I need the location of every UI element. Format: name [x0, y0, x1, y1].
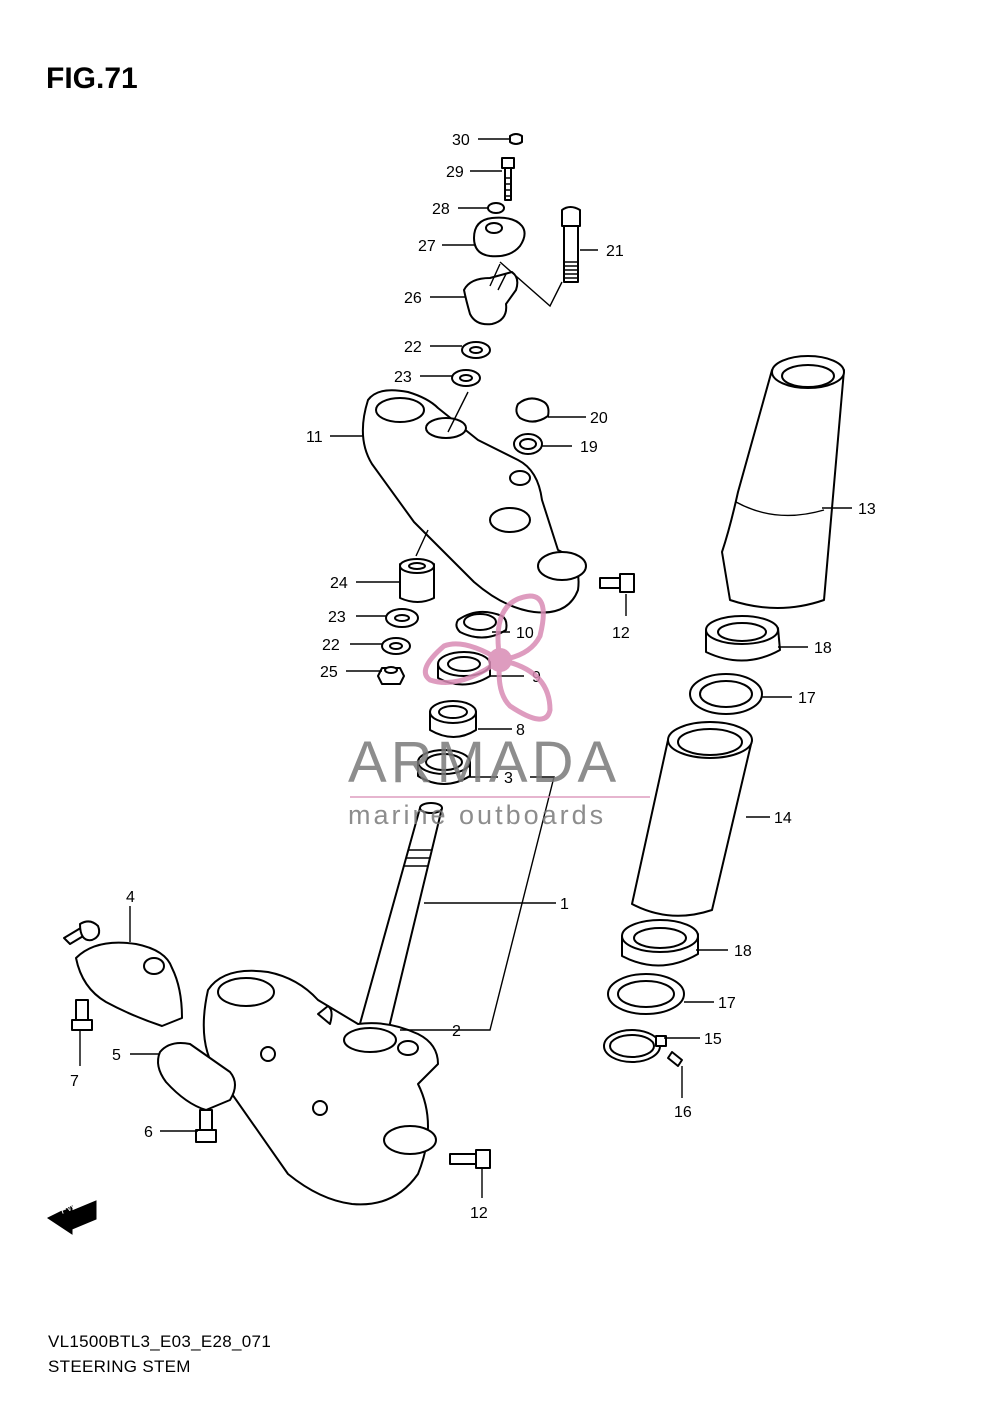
washer-23-upper[interactable]	[451, 369, 481, 387]
section-name: STEERING STEM	[48, 1357, 191, 1376]
bolt-21[interactable]	[561, 206, 581, 283]
callout-labels: 30 29 28 27 21 26 22 23 20 19 11 13 24 2…	[70, 132, 876, 1222]
callout-6: 6	[144, 1124, 153, 1141]
lower-bracket-2[interactable]	[202, 969, 439, 1206]
callout-5: 5	[112, 1047, 121, 1064]
callout-8: 8	[516, 722, 525, 739]
bracket-11-guide-line	[415, 529, 429, 557]
holder-5[interactable]	[157, 1042, 236, 1111]
callout-18-upper: 18	[814, 640, 832, 657]
clamp-15[interactable]	[603, 1029, 667, 1063]
watermark-brand: ARMADA	[348, 730, 620, 795]
callout-12-upper: 12	[612, 625, 630, 642]
callout-13: 13	[858, 501, 876, 518]
callout-27: 27	[418, 238, 436, 255]
callout-17-upper: 17	[798, 690, 816, 707]
bolt-12-lower[interactable]	[449, 1149, 491, 1169]
nut-25[interactable]	[377, 666, 405, 685]
bolt-12-upper[interactable]	[599, 573, 635, 593]
figure-title: FIG.71	[46, 62, 138, 95]
callout-19: 19	[580, 439, 598, 456]
callout-12-lower: 12	[470, 1205, 488, 1222]
model-code: VL1500BTL3_E03_E28_071	[48, 1332, 272, 1351]
bolt-6[interactable]	[195, 1109, 217, 1143]
callout-1: 1	[560, 896, 569, 913]
washer-22-upper[interactable]	[461, 341, 491, 359]
callout-14: 14	[774, 810, 792, 827]
callout-26: 26	[404, 290, 422, 307]
callout-23-upper: 23	[394, 369, 412, 386]
callout-22-lower: 22	[322, 637, 340, 654]
bearing-race-3[interactable]	[417, 749, 471, 785]
cushion-18-lower[interactable]	[621, 919, 699, 967]
callout-10: 10	[516, 625, 534, 642]
holder-upper-27[interactable]	[473, 216, 526, 258]
callout-24: 24	[330, 575, 348, 592]
callout-21: 21	[606, 243, 624, 260]
washer-28[interactable]	[487, 202, 505, 214]
steering-stem-1[interactable]	[355, 802, 443, 1044]
callout-15: 15	[704, 1031, 722, 1048]
upper-bracket-11[interactable]	[361, 389, 587, 614]
callout-23-lower: 23	[328, 609, 346, 626]
ring-17-upper[interactable]	[689, 673, 763, 715]
watermark-tagline: marine outboards	[348, 800, 606, 830]
propeller-icon	[422, 593, 553, 722]
steering-lock-4[interactable]	[63, 920, 183, 1027]
bolt-29[interactable]	[501, 157, 515, 201]
bolt-21-guide-line	[499, 261, 563, 308]
callout-17-lower: 17	[718, 995, 736, 1012]
callout-2: 2	[452, 1023, 461, 1040]
bearing-8[interactable]	[429, 700, 477, 738]
holder-lower-26[interactable]	[463, 263, 519, 326]
spacer-24[interactable]	[399, 558, 435, 603]
fwd-direction-arrow: FWD	[47, 1198, 97, 1235]
callout-16: 16	[674, 1104, 692, 1121]
fork-cover-lower-14[interactable]	[631, 721, 753, 917]
callout-4: 4	[126, 889, 135, 906]
cap-20[interactable]	[515, 397, 550, 423]
callout-3: 3	[504, 770, 513, 787]
callout-18-lower: 18	[734, 943, 752, 960]
leader-lines	[79, 138, 852, 1198]
stem-nut-10[interactable]	[455, 610, 508, 639]
callout-29: 29	[446, 164, 464, 181]
stem-axis-line-upper	[447, 391, 469, 433]
ring-17-lower[interactable]	[607, 973, 685, 1015]
callout-20: 20	[590, 410, 608, 427]
screw-7[interactable]	[71, 999, 93, 1031]
fork-cover-upper-13[interactable]	[721, 355, 845, 609]
callout-7: 7	[70, 1073, 79, 1090]
callout-28: 28	[432, 201, 450, 218]
cap-nut-30[interactable]	[509, 133, 523, 145]
callout-22-upper: 22	[404, 339, 422, 356]
callout-25: 25	[320, 664, 338, 681]
watermark-logo: ARMADA marine outboards	[348, 593, 650, 830]
callout-11: 11	[306, 429, 323, 446]
washer-23-lower[interactable]	[385, 608, 419, 628]
washer-22-lower[interactable]	[381, 637, 411, 655]
washer-19[interactable]	[513, 433, 543, 455]
cushion-18-upper[interactable]	[705, 615, 781, 662]
callout-30: 30	[452, 132, 470, 149]
screw-16[interactable]	[667, 1051, 683, 1067]
